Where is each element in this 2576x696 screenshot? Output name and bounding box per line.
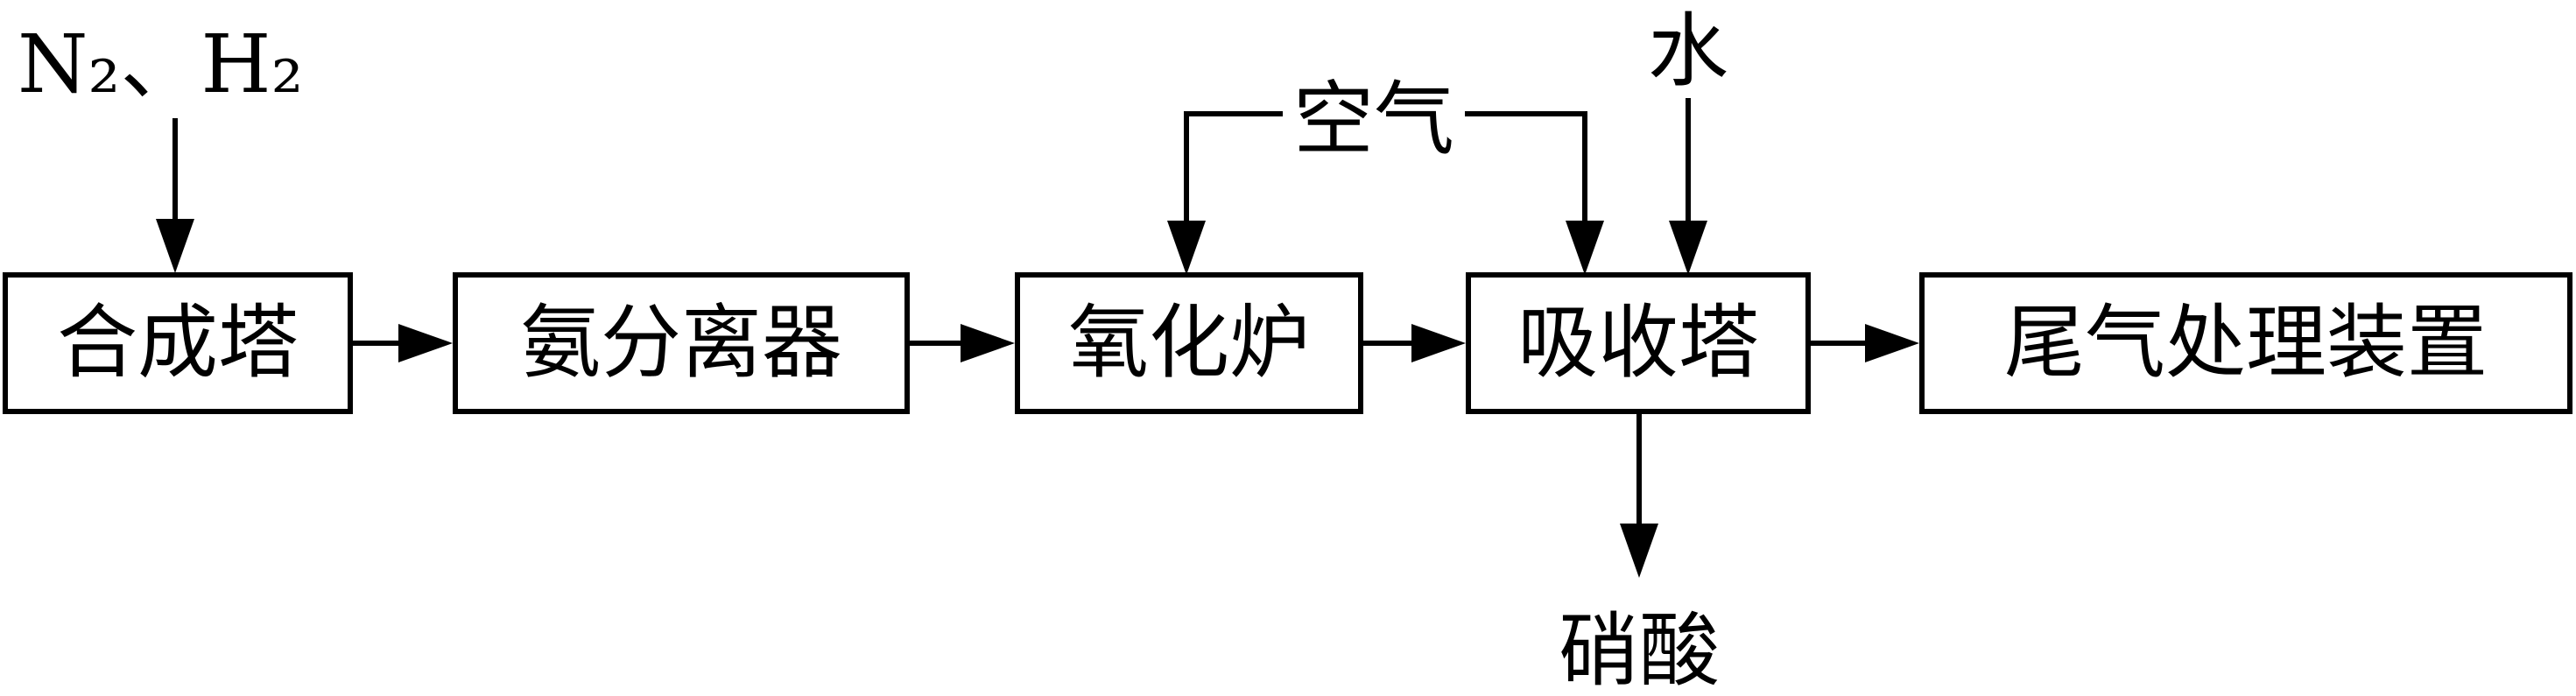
feed-gas-arrowhead: [156, 219, 194, 273]
arrow-synthesis-to-separator-head: [398, 324, 453, 362]
ammonia-separator-box: [453, 272, 910, 414]
absorption-tower-label: 吸收塔: [1517, 296, 1759, 390]
arrow-absorber-to-tailgas-head: [1865, 324, 1919, 362]
arrow-separator-to-furnace-head: [961, 324, 1015, 362]
oxidation-furnace-label: 氧化炉: [1068, 296, 1310, 390]
oxidation-furnace-box: [1015, 272, 1363, 414]
air-label: 空气: [1293, 73, 1454, 166]
absorption-tower-box: [1466, 272, 1811, 414]
tail-gas-treatment-label: 尾气处理装置: [2004, 296, 2488, 390]
nitric-acid-label: 硝酸: [1559, 604, 1720, 696]
ammonia-separator-label: 氨分离器: [520, 296, 842, 390]
air-branch-to-furnace-line: [1184, 111, 1283, 231]
air-to-absorber-arrowhead: [1566, 221, 1604, 275]
water-arrowhead: [1669, 221, 1707, 275]
feed-gas-label: N₂、H₂: [18, 18, 304, 111]
water-label: 水: [1648, 4, 1728, 98]
tail-gas-treatment-box: [1919, 272, 2572, 414]
air-to-furnace-arrowhead: [1167, 221, 1206, 275]
air-branch-to-absorber-line: [1465, 111, 1587, 231]
arrow-furnace-to-absorber-head: [1411, 324, 1466, 362]
synthesis-tower-label: 合成塔: [57, 296, 299, 390]
nitric-acid-arrowhead: [1620, 524, 1658, 578]
